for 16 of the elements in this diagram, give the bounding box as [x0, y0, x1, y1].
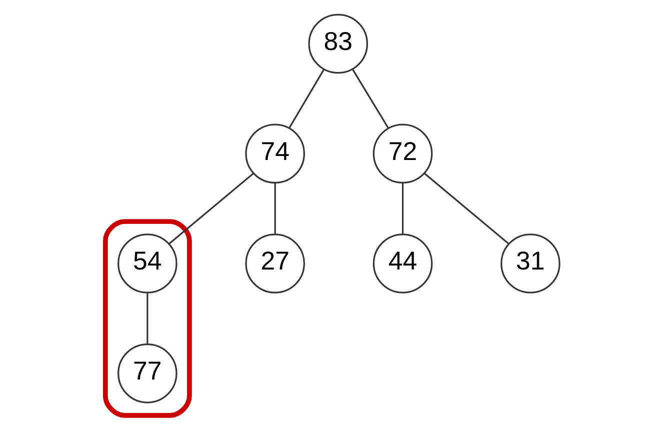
connector — [168, 172, 254, 244]
connector — [424, 172, 510, 244]
connector — [352, 69, 389, 128]
node-circle: 72 — [372, 124, 433, 184]
node-circle: 74 — [245, 124, 305, 184]
connector — [402, 183, 404, 234]
node-circle: 31 — [500, 234, 560, 294]
connector — [274, 183, 276, 234]
node-circle: 83 — [308, 14, 368, 74]
node-circle: 44 — [372, 234, 433, 294]
connector — [288, 69, 325, 128]
node-circle: 27 — [245, 234, 305, 294]
connector — [146, 293, 148, 344]
cluster — [102, 219, 192, 418]
node-circle: 54 — [118, 234, 178, 294]
node-circle: 77 — [118, 344, 178, 404]
